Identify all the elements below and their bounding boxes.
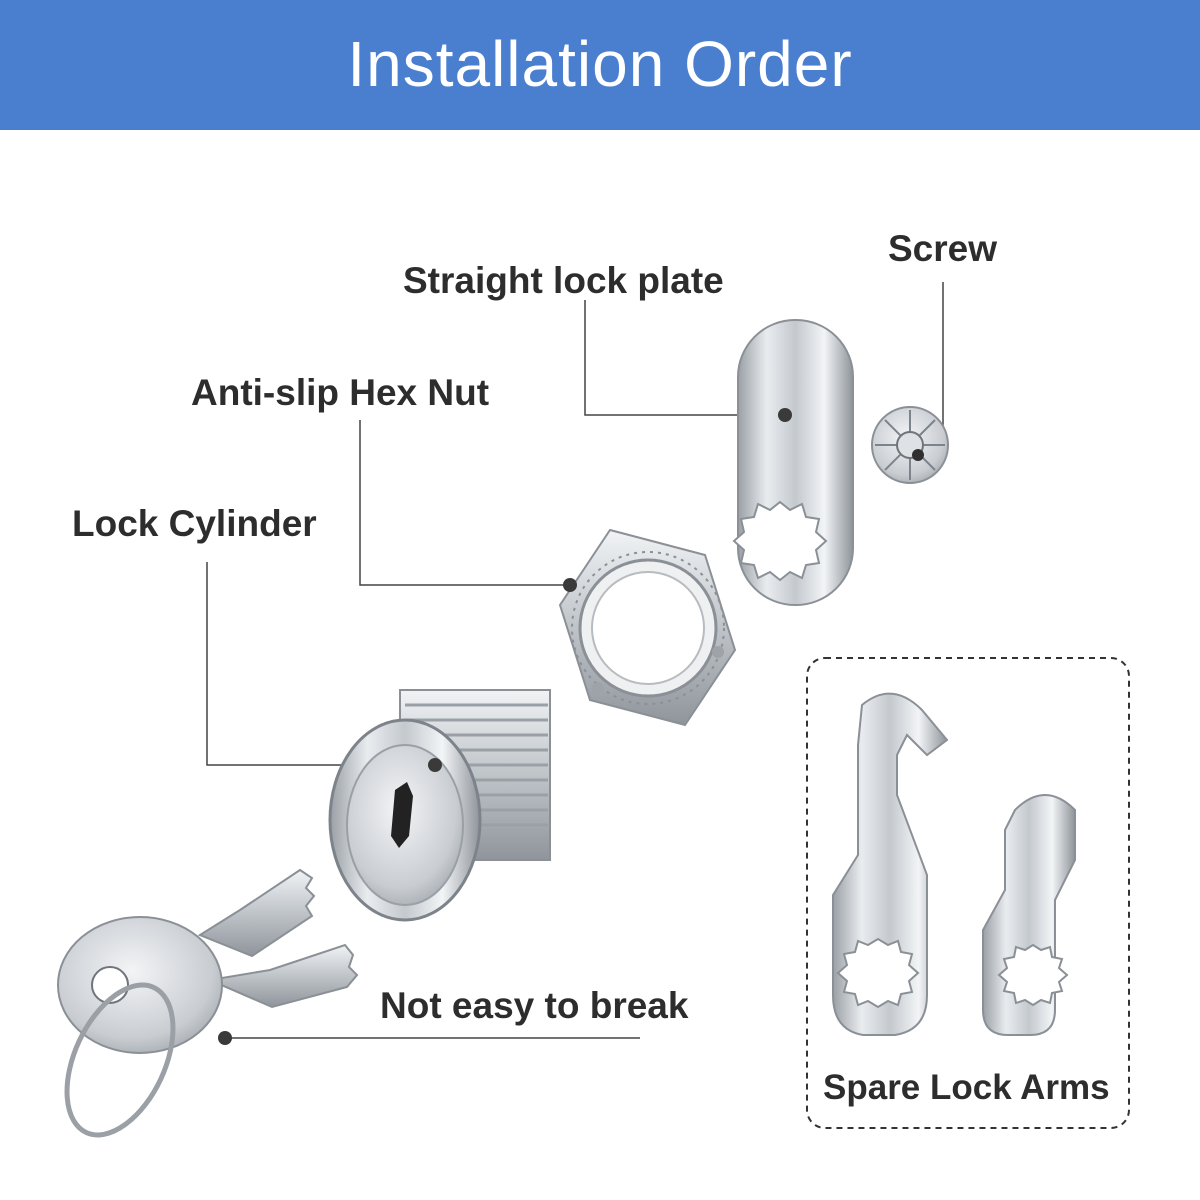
spare-arms-label: Spare Lock Arms (823, 1068, 1110, 1107)
lock-arm-icon (982, 794, 1076, 1036)
leader-lock-plate (584, 300, 785, 416)
page-title: Installation Order (347, 28, 853, 100)
lock-plate-icon (732, 319, 854, 606)
leader-hex-nut (359, 420, 570, 586)
keys-icon (57, 868, 359, 1138)
lock-plate-label: Straight lock plate (403, 260, 724, 301)
hex-nut-icon (558, 528, 737, 727)
lock-arm-icon (832, 692, 949, 1036)
hex-nut-label: Anti-slip Hex Nut (191, 372, 490, 413)
screw-icon (871, 406, 949, 484)
lock-cylinder-icon (328, 689, 551, 922)
screw-label: Screw (888, 228, 998, 269)
spare-arms-box (806, 657, 1130, 1129)
header-banner: Installation Order (0, 0, 1200, 130)
lock-cylinder-label: Lock Cylinder (72, 503, 317, 544)
keys-label: Not easy to break (380, 985, 689, 1026)
